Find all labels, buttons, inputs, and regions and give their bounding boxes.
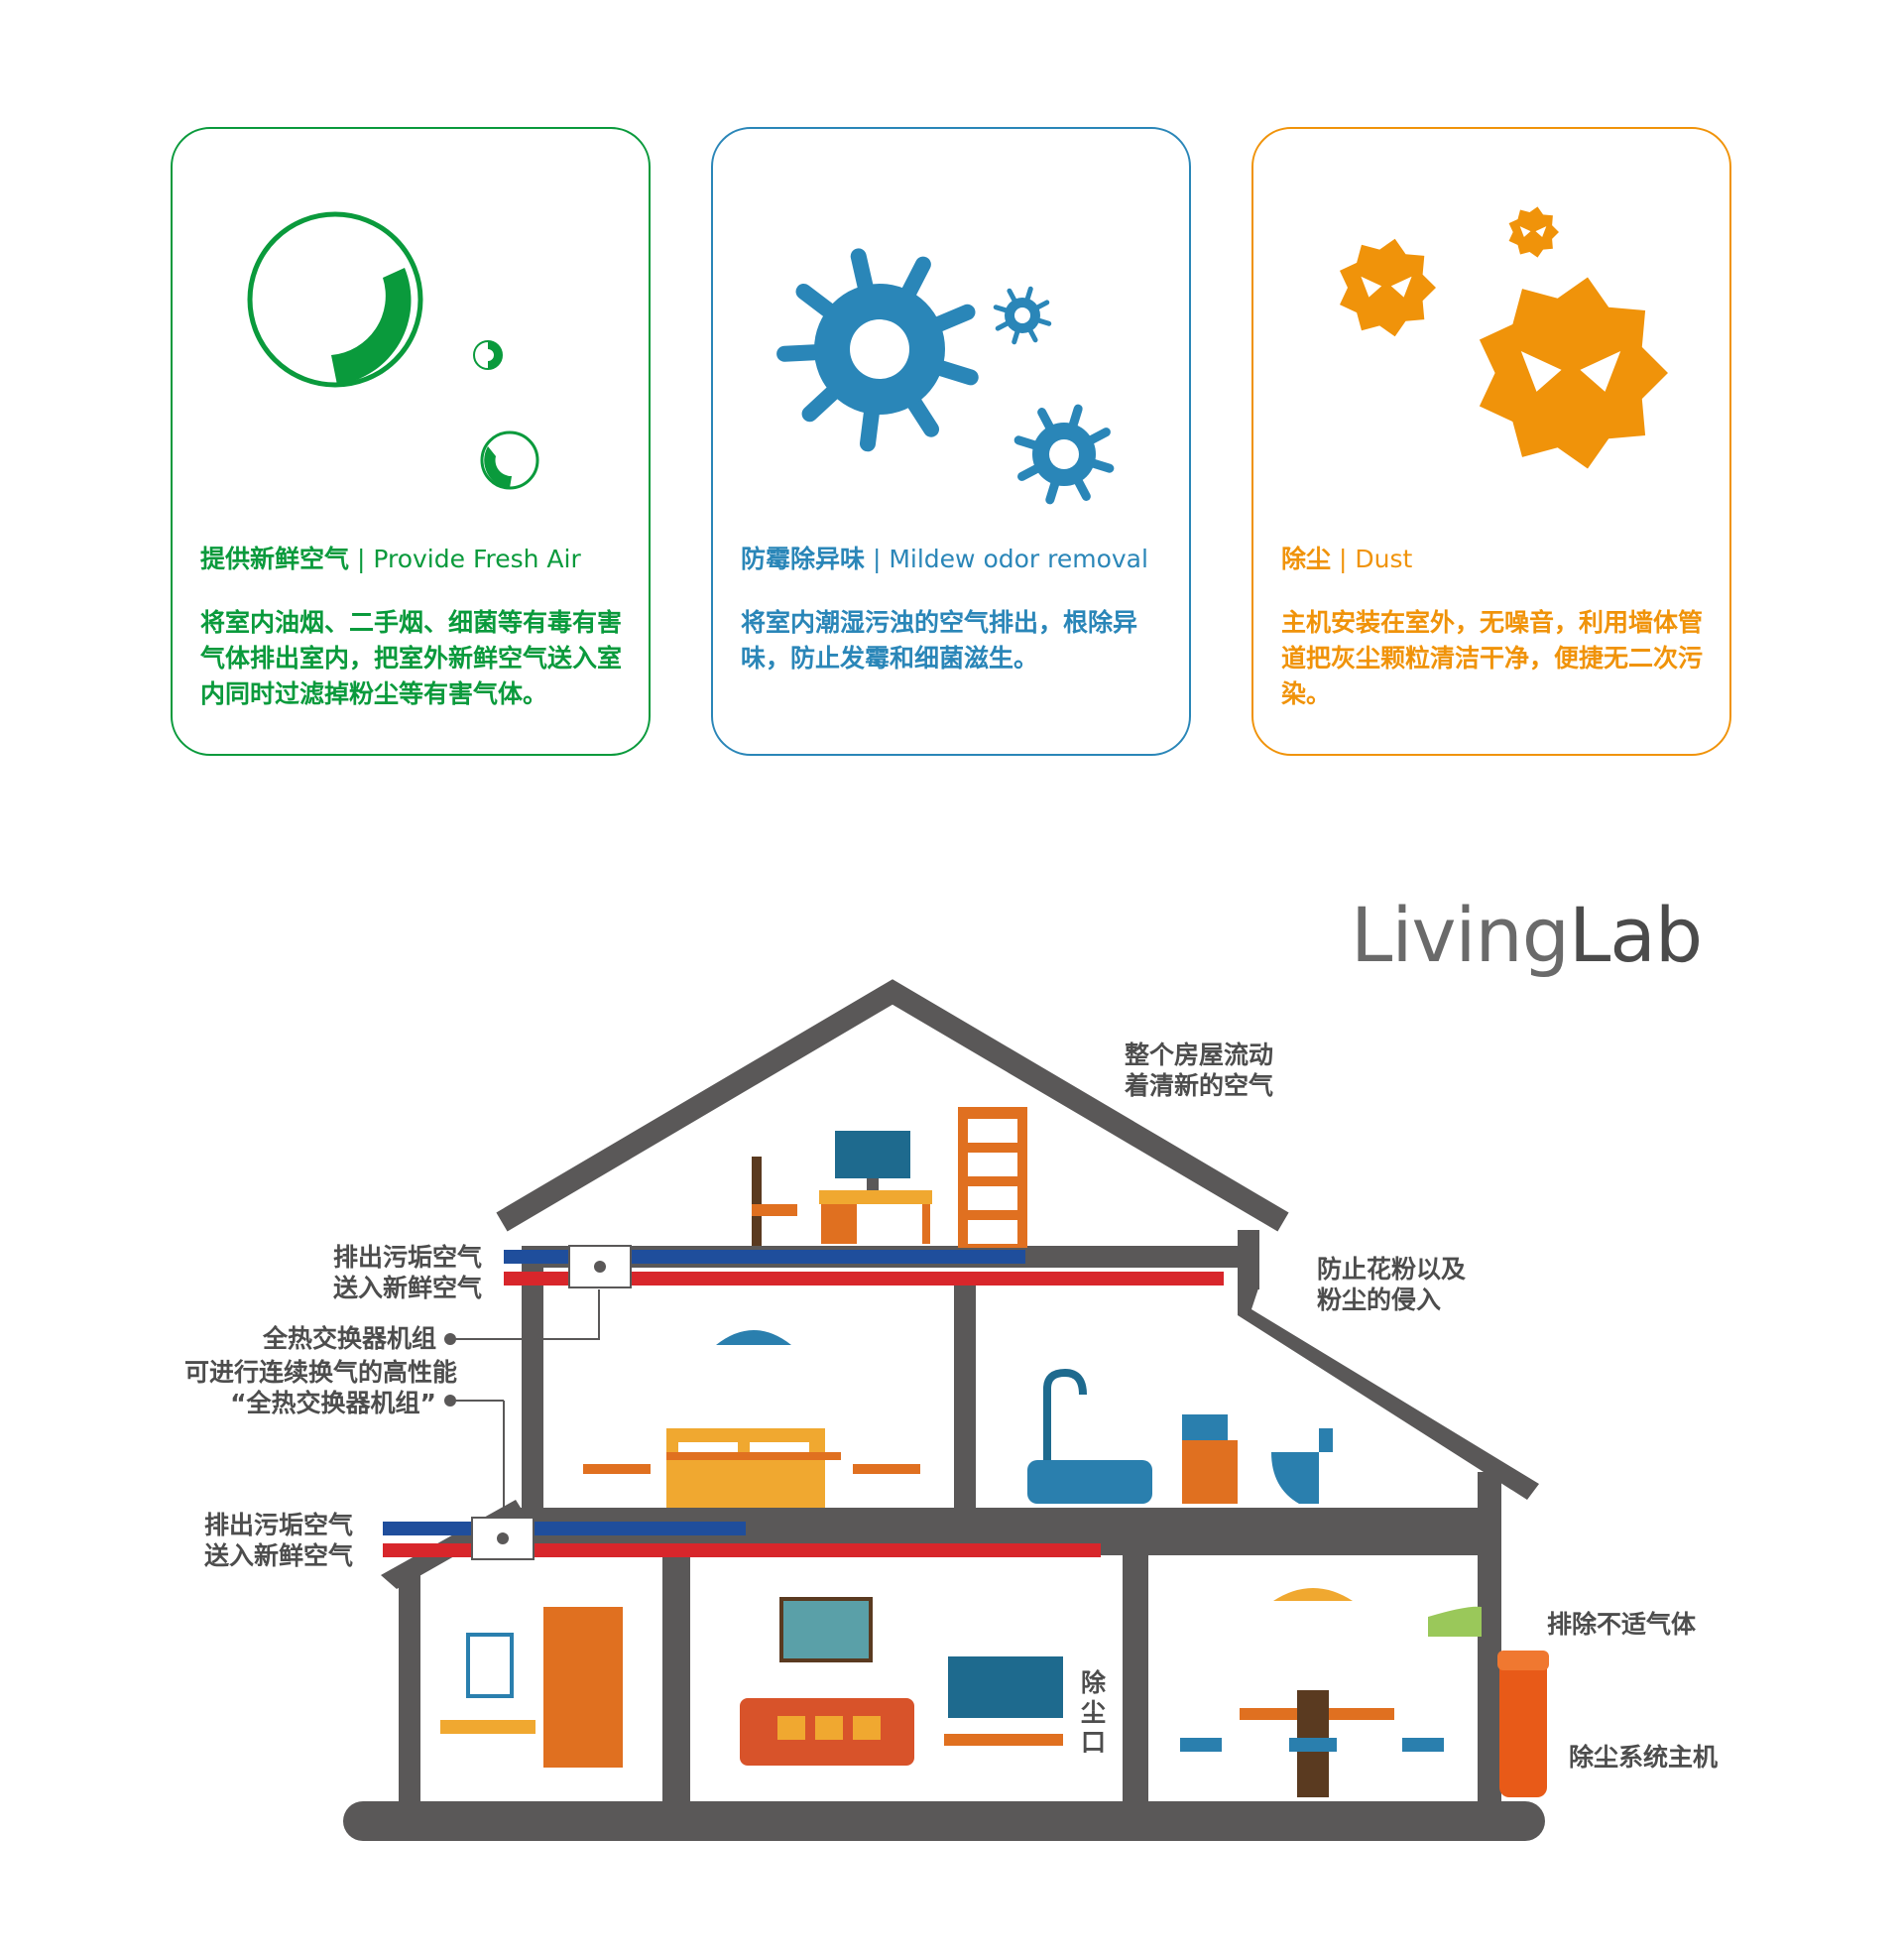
dust-system-host — [1499, 1651, 1547, 1797]
card-title-zh: 防霉除异味 — [741, 545, 866, 573]
dust-mites-icon — [1340, 206, 1668, 469]
feature-card-fresh-air: 提供新鲜空气 | Provide Fresh Air 将室内油烟、二手烟、细菌等… — [171, 127, 651, 756]
card-title-zh: 提供新鲜空气 — [200, 545, 350, 573]
upper-supply-duct — [504, 1272, 1224, 1286]
label-line: 整个房屋流动 — [1125, 1041, 1274, 1069]
label-line: 防止花粉以及 — [1317, 1255, 1467, 1284]
mirror — [466, 1633, 514, 1698]
card-title-sep: | — [349, 545, 374, 573]
pendant-lamp — [1273, 1588, 1353, 1601]
label-line: 粉尘的侵入 — [1317, 1286, 1442, 1314]
label-line: 着清新的空气 — [1125, 1071, 1274, 1100]
side-roof — [1238, 1286, 1539, 1500]
bathtub — [1027, 1460, 1152, 1504]
card-description: 主机安装在室外，无噪音，利用墙体管道把灰尘颗粒清洁干净，便捷无二次污染。 — [1281, 608, 1704, 708]
label-whole-house: 整个房屋流动 着清新的空气 — [1125, 1040, 1273, 1101]
bed — [666, 1428, 825, 1508]
ground-slab — [343, 1801, 1545, 1841]
side-table-left — [583, 1464, 651, 1474]
chair — [752, 1157, 762, 1246]
lower-exhaust-duct — [383, 1522, 746, 1535]
roof — [496, 979, 1289, 1232]
logo-part-living: Living — [1351, 891, 1570, 979]
card-title-en: Provide Fresh Air — [373, 545, 581, 573]
television — [948, 1656, 1063, 1718]
card-title: 除尘 | Dust — [1281, 540, 1412, 575]
card-description: 将室内潮湿污浊的空气排出，根除异味，防止发霉和细菌滋生。 — [741, 608, 1138, 673]
card-title: 防霉除异味 | Mildew odor removal — [741, 540, 1148, 575]
card-title-sep: | — [1331, 545, 1356, 573]
label-dust-port: 除尘口 — [1081, 1668, 1107, 1757]
upper-exhaust-duct — [504, 1250, 1025, 1264]
label-pollen: 防止花粉以及 粉尘的侵入 — [1317, 1254, 1466, 1315]
label-dust-host: 除尘系统主机 — [1569, 1743, 1719, 1772]
upper-left-wall — [522, 1256, 543, 1514]
label-supply: 送入新鲜空气 — [203, 1541, 353, 1570]
logo-part-lab: Lab — [1568, 891, 1703, 979]
label-erv-description: 可进行连续换气的高性能 “全热交换器机组” — [184, 1357, 458, 1418]
shower-head — [1043, 1368, 1087, 1460]
label-upper-air-flow: 排出污垢空气 送入新鲜空气 — [313, 1242, 482, 1303]
tv-stand — [944, 1734, 1063, 1746]
lower-wall-a — [662, 1555, 690, 1811]
wall-painting — [779, 1597, 873, 1662]
label-exhaust: 排出污垢空气 — [203, 1511, 353, 1539]
lower-left-wall — [399, 1567, 420, 1813]
card-title-en: Dust — [1355, 545, 1413, 573]
side-table-right — [853, 1464, 920, 1474]
label-supply: 送入新鲜空气 — [332, 1274, 482, 1302]
upper-middle-wall — [954, 1282, 976, 1514]
card-title: 提供新鲜空气 | Provide Fresh Air — [200, 540, 581, 575]
dresser — [440, 1720, 536, 1734]
card-description: 将室内油烟、二手烟、细菌等有毒有害气体排出室内，把室外新鲜空气送入室内同时过滤掉… — [200, 608, 623, 708]
erv-leader-upper — [450, 1289, 600, 1340]
air-bubbles-icon — [247, 211, 539, 490]
feature-card-mildew: 防霉除异味 | Mildew odor removal 将室内潮湿污浊的空气排出… — [711, 127, 1191, 756]
card-title-zh: 除尘 — [1281, 545, 1332, 573]
mildew-germs-icon — [776, 248, 1115, 505]
right-outer-wall — [1478, 1472, 1501, 1809]
livinglab-logo: LivingLab — [1351, 891, 1703, 979]
label-erv-unit: 全热交换器机组 — [262, 1324, 436, 1353]
feature-card-dust: 除尘 | Dust 主机安装在室外，无噪音，利用墙体管道把灰尘颗粒清洁干净，便捷… — [1251, 127, 1731, 756]
label-line: 可进行连续换气的高性能 — [184, 1358, 458, 1387]
card-title-en: Mildew odor removal — [889, 545, 1148, 573]
lower-supply-duct — [383, 1543, 1101, 1557]
computer-monitor — [835, 1131, 910, 1178]
ceiling-lamp — [716, 1330, 791, 1345]
lower-wall-b — [1123, 1555, 1148, 1811]
desk — [819, 1190, 932, 1204]
drawer-cabinet — [1182, 1440, 1238, 1504]
card-title-sep: | — [865, 545, 890, 573]
exhaust-vent-hood — [1428, 1606, 1482, 1637]
wardrobe — [543, 1607, 623, 1768]
label-lower-air-flow: 排出污垢空气 送入新鲜空气 — [184, 1510, 353, 1571]
label-exhaust: 排出污垢空气 — [332, 1243, 482, 1272]
toilet — [1271, 1428, 1333, 1504]
label-line: “全热交换器机组” — [230, 1389, 436, 1417]
label-discharge: 排除不适气体 — [1547, 1610, 1697, 1639]
